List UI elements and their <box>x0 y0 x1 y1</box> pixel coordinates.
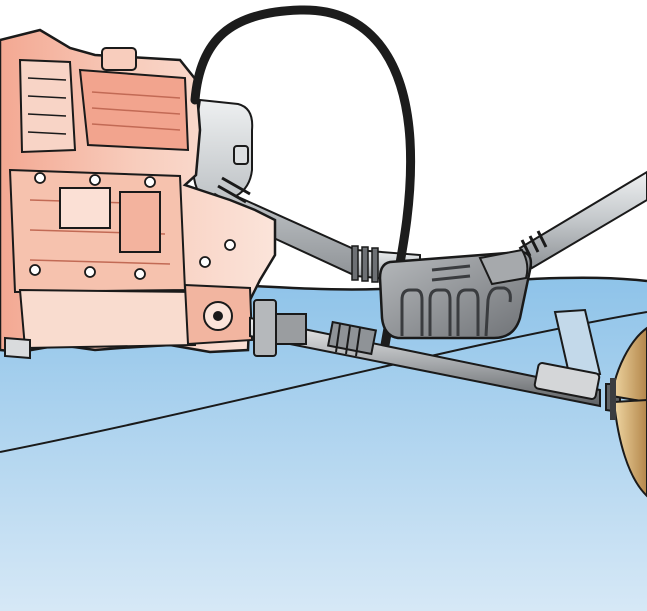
waterlift-muffler <box>378 248 533 340</box>
muffler-ribs <box>400 264 512 337</box>
filler-cap <box>101 47 137 71</box>
hose-clamp-icon <box>351 245 379 283</box>
shaft-coupling <box>253 299 277 357</box>
marine-engine <box>0 28 277 360</box>
valve-cover <box>78 68 190 152</box>
exhaust-outlet-hose <box>518 170 647 270</box>
oil-pan <box>18 288 202 350</box>
muffler-outlet <box>478 248 529 286</box>
manifold <box>18 58 77 154</box>
siphon-hose <box>190 5 416 350</box>
hose-clamp-icon <box>520 230 548 257</box>
bolt-icon <box>29 172 236 280</box>
strut <box>533 308 602 400</box>
stuffing-box <box>326 320 378 357</box>
water <box>0 277 647 611</box>
engine-mount <box>4 336 31 360</box>
elbow-fitting <box>233 145 249 165</box>
